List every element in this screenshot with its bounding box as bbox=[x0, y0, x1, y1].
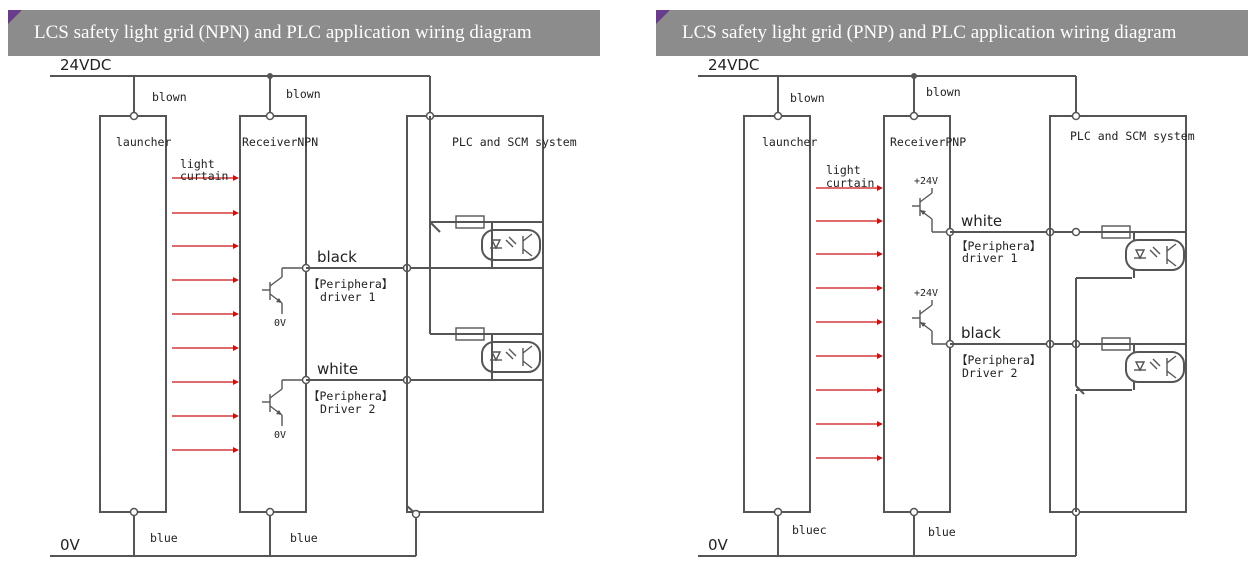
pnp-light-beam-arrow bbox=[877, 319, 883, 325]
pnp-output1-name-line1: 【Periphera】 bbox=[956, 239, 1041, 253]
npn-light-beam-arrow bbox=[233, 210, 239, 216]
pnp-light-beam-arrow bbox=[877, 251, 883, 257]
npn-light-beam-arrow bbox=[233, 311, 239, 317]
npn-plc-box bbox=[406, 115, 544, 513]
pnp-light-beam-arrow bbox=[877, 387, 883, 393]
pnp-emitter-bottom-terminal bbox=[773, 507, 783, 517]
pnp-output2-transistor bbox=[912, 300, 950, 345]
npn-light-beam-arrow bbox=[233, 345, 239, 351]
npn-title: LCS safety light grid (NPN) and PLC appl… bbox=[8, 10, 600, 56]
pnp-emitter-box bbox=[743, 115, 811, 513]
pnp-24v-label: 24VDC bbox=[708, 56, 759, 74]
npn-light-beam-arrow bbox=[233, 243, 239, 249]
npn-panel: LCS safety light grid (NPN) and PLC appl… bbox=[8, 10, 600, 570]
npn-plc-label: PLC and SCM system bbox=[452, 135, 577, 149]
pnp-optocoupler-2 bbox=[1101, 337, 1185, 390]
pnp-wiring-diagram: 24VDC 0V blown bluec launcher blown blue… bbox=[698, 56, 1195, 557]
pnp-title-corner-accent bbox=[656, 10, 670, 24]
pnp-plc-box bbox=[1049, 115, 1187, 513]
npn-output1-name-line1: 【Periphera】 bbox=[308, 277, 393, 291]
pnp-light-beam-arrow bbox=[877, 285, 883, 291]
npn-24v-label: 24VDC bbox=[60, 56, 111, 74]
npn-light-beam-arrow bbox=[233, 277, 239, 283]
pnp-receiver-bottom-terminal bbox=[909, 507, 919, 517]
npn-receiver-top-terminal bbox=[265, 111, 275, 121]
pnp-light-beam-arrow bbox=[877, 218, 883, 224]
pnp-emitter-top-terminal bbox=[773, 111, 783, 121]
npn-output1-ref: 0V bbox=[274, 318, 286, 329]
npn-emitter-bottom-terminal bbox=[129, 507, 139, 517]
npn-light-beam-arrow bbox=[233, 379, 239, 385]
npn-light-beam-arrow bbox=[233, 413, 239, 419]
npn-wiring-diagram: 24VDC 0V blown blue launcher blown blue … bbox=[50, 56, 577, 557]
pnp-emitter-label: launcher bbox=[762, 135, 817, 149]
pnp-output2-ref: +24V bbox=[914, 288, 938, 299]
pnp-0v-label: 0V bbox=[708, 536, 729, 554]
pnp-receiver-rail-junction bbox=[911, 73, 917, 79]
npn-output2-transistor bbox=[262, 379, 306, 426]
pnp-light-label-line2: curtain bbox=[826, 176, 874, 190]
pnp-wire-label-receiver-top: blown bbox=[926, 85, 961, 99]
npn-receiver-box bbox=[239, 115, 307, 513]
pnp-output1-ref: +24V bbox=[914, 176, 938, 187]
pnp-output2-name-line1: 【Periphera】 bbox=[956, 353, 1041, 367]
pnp-output2-name-line2: Driver 2 bbox=[962, 366, 1017, 380]
npn-light-label-line1: light bbox=[180, 157, 215, 171]
pnp-light-beam-arrow bbox=[877, 421, 883, 427]
pnp-optocoupler-1 bbox=[1101, 225, 1185, 278]
npn-light-beam-arrow bbox=[233, 175, 239, 181]
pnp-output1-name-line2: driver 1 bbox=[962, 251, 1017, 265]
npn-light-beams bbox=[172, 175, 239, 453]
pnp-wire-label-emitter-bottom: bluec bbox=[792, 523, 827, 537]
pnp-light-beam-arrow bbox=[877, 185, 883, 191]
npn-output1-color: black bbox=[317, 248, 357, 266]
npn-optocoupler-1 bbox=[455, 215, 542, 268]
npn-0v-label: 0V bbox=[60, 536, 81, 554]
pnp-receiver-label: ReceiverPNP bbox=[890, 135, 966, 149]
npn-optocoupler-2 bbox=[455, 327, 542, 380]
pnp-wire-label-receiver-bottom: blue bbox=[928, 525, 956, 539]
pnp-light-beam-arrow bbox=[877, 455, 883, 461]
npn-light-label-line2: curtain bbox=[180, 169, 228, 183]
pnp-panel: LCS safety light grid (PNP) and PLC appl… bbox=[656, 10, 1248, 570]
npn-emitter-label: launcher bbox=[116, 135, 171, 149]
pnp-light-label-line1: light bbox=[826, 163, 861, 177]
npn-wire-label-emitter-top: blown bbox=[152, 90, 187, 104]
pnp-receiver-top-terminal bbox=[909, 111, 919, 121]
npn-output2-color: white bbox=[317, 360, 358, 378]
npn-output2-ref: 0V bbox=[274, 430, 286, 441]
pnp-plc-label: PLC and SCM system bbox=[1070, 129, 1195, 143]
pnp-output1-node-right bbox=[1071, 227, 1081, 237]
npn-output2-name-line1: 【Periphera】 bbox=[308, 389, 393, 403]
npn-output1-transistor bbox=[262, 267, 306, 314]
pnp-light-beam-arrow bbox=[877, 353, 883, 359]
npn-wire-label-emitter-bottom: blue bbox=[150, 531, 178, 545]
pnp-output2-color: black bbox=[961, 324, 1001, 342]
pnp-output1-color: white bbox=[961, 212, 1002, 230]
npn-light-beam-arrow bbox=[233, 447, 239, 453]
npn-wire-label-receiver-top: blown bbox=[286, 87, 321, 101]
npn-emitter-box bbox=[99, 115, 167, 513]
npn-receiver-label: ReceiverNPN bbox=[242, 135, 318, 149]
npn-output2-name-line2: Driver 2 bbox=[320, 402, 375, 416]
npn-wire-label-receiver-bottom: blue bbox=[290, 531, 318, 545]
npn-emitter-top-terminal bbox=[129, 111, 139, 121]
npn-receiver-rail-junction bbox=[267, 73, 273, 79]
npn-output1-name-line2: driver 1 bbox=[320, 290, 375, 304]
npn-plc-bottom-terminal bbox=[411, 509, 421, 519]
pnp-wire-label-emitter-top: blown bbox=[790, 91, 825, 105]
npn-receiver-bottom-terminal bbox=[265, 507, 275, 517]
pnp-light-beams bbox=[816, 185, 883, 461]
npn-title-corner-accent bbox=[8, 10, 22, 24]
pnp-title: LCS safety light grid (PNP) and PLC appl… bbox=[656, 10, 1248, 56]
npn-plc-common-jog bbox=[429, 221, 441, 233]
pnp-output1-transistor bbox=[912, 188, 950, 233]
pnp-plc-top-terminal bbox=[1071, 111, 1081, 121]
